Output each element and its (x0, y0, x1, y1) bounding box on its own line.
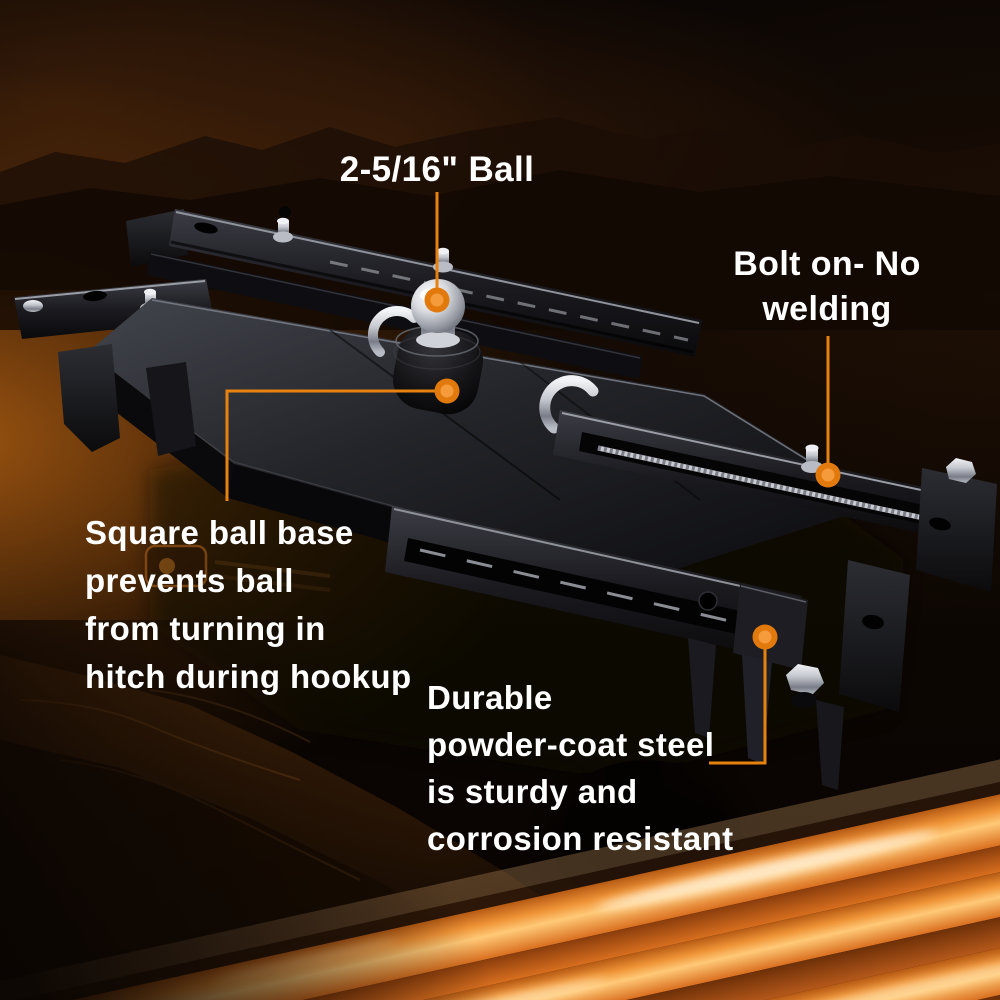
end-plate (916, 468, 997, 592)
rail-endplate (126, 209, 188, 267)
threaded-rod-glint (329, 260, 689, 342)
callout-label-durable-line3: is sturdy and (427, 773, 638, 810)
callout-label-square-base: Square ball base prevents ball from turn… (85, 509, 412, 701)
callout-dot-square-base-core (440, 384, 454, 398)
mount-slot (929, 517, 951, 531)
bolt-head (23, 300, 43, 312)
callout-dot-bolt-on-core (821, 468, 835, 482)
safety-chain-hook (539, 375, 599, 434)
side-plate (839, 560, 910, 712)
callout-label-bolt-on-line2: welding (762, 290, 892, 328)
callout-dot-ball-core (430, 293, 444, 307)
mount-hole (279, 206, 291, 218)
callout-label-bolt-on: Bolt on- No welding (677, 242, 977, 332)
hex-bolt (946, 458, 976, 483)
callout-label-square-base-line2: prevents ball (85, 562, 294, 599)
deck-hole (698, 591, 718, 611)
callout-label-square-base-line1: Square ball base (85, 514, 354, 551)
callout-label-durable: Durable powder-coat steel is sturdy and … (427, 674, 734, 862)
lower-rail (385, 506, 910, 790)
callout-label-ball: 2-5/16" Ball (339, 150, 535, 189)
support-leg (816, 700, 844, 790)
hanger-flange (58, 344, 120, 452)
neck-collar (416, 332, 460, 348)
rail-channel (404, 538, 772, 641)
support-leg (688, 638, 716, 738)
callout-label-durable-line4: corrosion resistant (427, 820, 734, 857)
callout-label-bolt-on-line1: Bolt on- No (733, 245, 921, 283)
deck-seam (329, 329, 561, 501)
front-crossmember (553, 410, 997, 592)
channel-glint (419, 548, 761, 630)
rail-highlight (393, 508, 800, 600)
hex-bolt (786, 664, 824, 708)
callout-leaders (225, 192, 830, 765)
callout-label-square-base-line4: hitch during hookup (85, 658, 412, 695)
callout-label-durable-line1: Durable (427, 679, 553, 716)
callout-line-durable (709, 639, 767, 765)
mount-slot (83, 290, 107, 302)
callout-dot-durable-core (758, 630, 772, 644)
rail-highlight (561, 412, 964, 500)
box-edge (740, 585, 807, 603)
hanger-flange (146, 362, 196, 456)
truck-headlight (144, 544, 331, 592)
mounting-stud (273, 217, 293, 243)
callout-line-square-base (225, 389, 446, 501)
callout-dots (424, 287, 841, 650)
threaded-rod-threads (597, 445, 929, 522)
safety-chain-hook (367, 305, 419, 357)
callout-label-durable-line2: powder-coat steel (427, 726, 715, 763)
streak-dark-fade (0, 620, 1000, 1000)
deck-plate (88, 298, 882, 578)
mount-slot (862, 614, 884, 630)
callout-label-square-base-line3: from turning in (85, 610, 326, 647)
mount-slot (194, 222, 218, 234)
